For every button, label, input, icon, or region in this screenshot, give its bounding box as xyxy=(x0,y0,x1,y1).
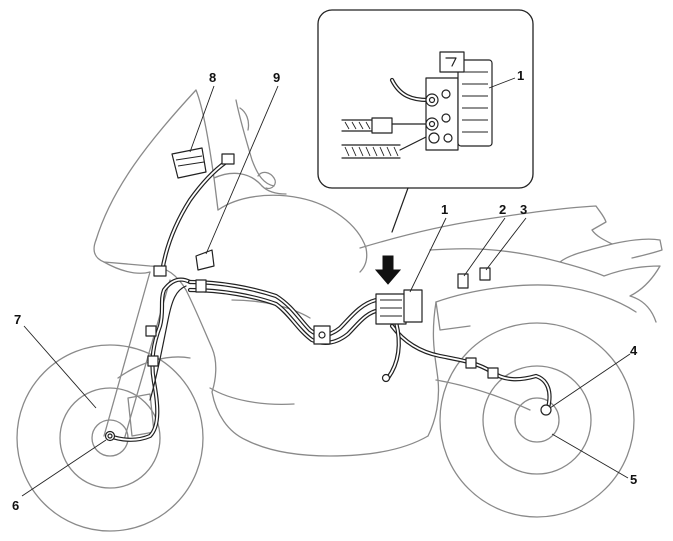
inset-detail: 1 xyxy=(317,9,534,233)
tail-light xyxy=(611,238,663,259)
seat xyxy=(359,205,613,249)
inset-port-5 xyxy=(441,113,451,123)
callout-1: 1 xyxy=(441,202,448,217)
abs-harness xyxy=(104,147,552,442)
tail-section xyxy=(559,243,661,323)
harness-clamp-2 xyxy=(195,279,207,293)
inset-pointer-line xyxy=(391,187,409,233)
callout-6: 6 xyxy=(12,498,19,513)
location-arrow xyxy=(374,255,402,285)
callout-3: 3 xyxy=(520,202,527,217)
callout-4: 4 xyxy=(630,343,638,358)
inset-hose-braid-upper xyxy=(344,121,371,130)
rear-wheel-rim xyxy=(482,365,592,475)
inset-ecu-ribs xyxy=(462,71,488,133)
down-arrow-icon xyxy=(374,255,402,285)
inset-port-6 xyxy=(443,133,453,143)
swingarm xyxy=(435,379,531,411)
rear-clamp-2 xyxy=(487,367,499,379)
inset-port-3 xyxy=(428,132,440,144)
rear-wheel-sensor xyxy=(540,404,552,416)
callout-8: 8 xyxy=(209,70,216,85)
inset-ecu-housing xyxy=(457,59,493,147)
front-wheel-sensor xyxy=(104,430,116,442)
inset-line-lower xyxy=(399,135,429,151)
leader-1-inset xyxy=(488,77,516,89)
mirror xyxy=(257,171,276,190)
callouts: 1 2 3 4 5 6 7 8 9 xyxy=(12,70,638,513)
test-coupler xyxy=(195,249,215,271)
fuel-tank xyxy=(217,194,368,273)
abs-ecu xyxy=(403,289,423,323)
inset-hose-upper xyxy=(341,119,373,132)
dash-lead xyxy=(159,159,229,275)
callout-2: 2 xyxy=(499,202,506,217)
callout-9: 9 xyxy=(273,70,280,85)
windscreen-rear-edge xyxy=(235,99,275,187)
inset-hose-braid-lower xyxy=(344,146,399,157)
leader-3 xyxy=(485,217,527,271)
swingarm-pivot xyxy=(427,301,440,437)
rear-hub xyxy=(514,397,560,443)
rear-fender xyxy=(435,284,637,313)
inset-port-1 xyxy=(425,93,439,107)
dash-connector xyxy=(221,153,235,165)
callout-7: 7 xyxy=(14,312,21,327)
rear-wheel xyxy=(439,322,635,518)
brake-line-junction xyxy=(313,325,331,345)
callout-1-inset: 1 xyxy=(517,68,524,83)
fork-clamp xyxy=(147,355,159,367)
leader-7 xyxy=(23,325,97,409)
leader-8 xyxy=(189,85,215,153)
engine-lower xyxy=(185,289,429,457)
callout-5: 5 xyxy=(630,472,637,487)
front-wheel-rim xyxy=(59,387,161,489)
inset-hose-lower xyxy=(341,144,401,159)
inset-port-4 xyxy=(441,89,451,99)
inset-hose-fitting-upper xyxy=(371,117,393,134)
hydraulic-unit xyxy=(375,293,407,325)
leader-6 xyxy=(21,439,107,497)
leader-4 xyxy=(549,353,631,409)
fork-clamp-upper xyxy=(145,325,157,337)
meter-assembly xyxy=(171,147,207,179)
leader-9 xyxy=(205,85,279,255)
rear-clamp-1 xyxy=(465,357,477,369)
front-fork-left xyxy=(103,271,151,437)
harness-clamp-1 xyxy=(153,265,167,277)
fuse-2 xyxy=(457,273,469,289)
front-brake-hose xyxy=(149,285,187,401)
windscreen xyxy=(95,89,219,241)
leader-1 xyxy=(409,217,447,293)
inset-port-2 xyxy=(425,117,439,131)
inset-connector xyxy=(439,51,465,73)
fuse-3 xyxy=(479,267,491,281)
leader-2 xyxy=(463,217,506,277)
leader-5 xyxy=(551,433,629,479)
